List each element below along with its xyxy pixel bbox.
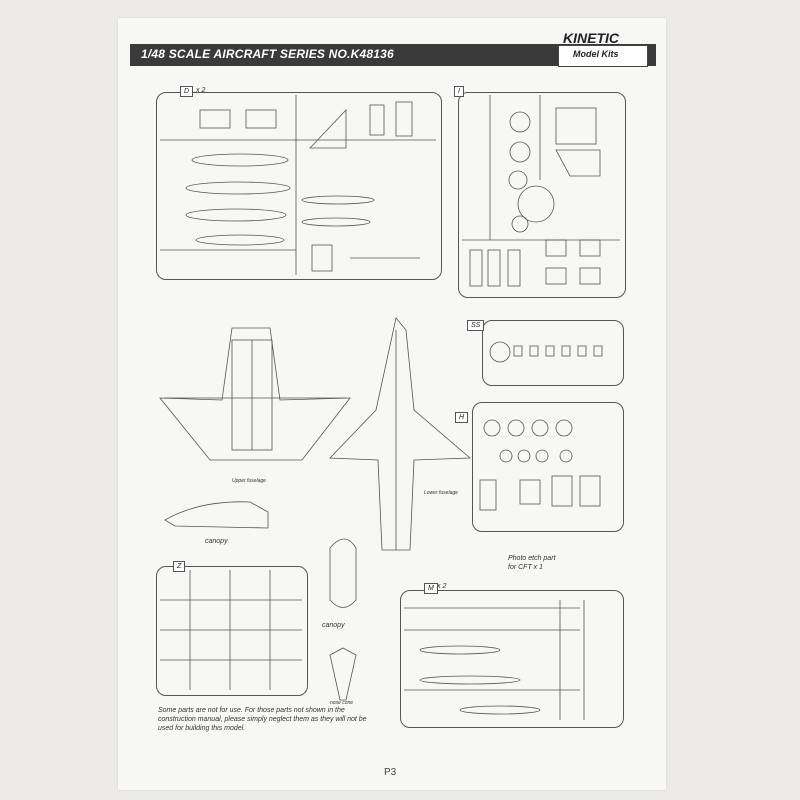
usage-note: Some parts are not for use. For those pa… <box>158 707 367 732</box>
caption-lower-fuselage: Lower fuselage <box>424 490 458 496</box>
brand-logo-box <box>558 45 648 67</box>
brand-subtitle: Model Kits <box>573 49 619 59</box>
sprue-m-frame <box>400 590 624 728</box>
part-tank <box>191 153 289 167</box>
page-number: P3 <box>384 767 397 778</box>
brand-logo: KINETIC <box>563 30 619 46</box>
sprue-i-label: I <box>454 86 464 97</box>
caption-canopy-top: canopy <box>205 538 228 545</box>
sprue-i-frame <box>458 92 626 298</box>
header-bar <box>130 44 656 66</box>
sprue-h-frame <box>472 402 624 532</box>
page-title: 1/48 SCALE AIRCRAFT SERIES NO.K48136 <box>141 47 394 61</box>
caption-canopy-side: canopy <box>322 622 345 629</box>
sprue-z-frame <box>156 566 308 696</box>
sprue-d-label: D <box>180 86 194 97</box>
caption-nose-cone: nose cone <box>330 700 354 706</box>
instruction-page <box>118 18 666 790</box>
sprue-z-label: Z <box>173 561 186 572</box>
caption-upper-fuselage: Upper fuselage <box>232 478 266 484</box>
caption-photo-etch: Photo etch part for CFT x 1 <box>508 555 556 571</box>
sprue-m-multiplier: x 2 <box>437 583 447 590</box>
sprue-m-label: M <box>424 583 438 594</box>
sprue-ss-frame <box>482 320 624 386</box>
sprue-h-label: H <box>455 412 469 423</box>
sprue-d-multiplier: x 2 <box>196 87 206 94</box>
sprue-d-frame <box>156 92 442 280</box>
sprue-ss-label: SS <box>467 320 485 331</box>
